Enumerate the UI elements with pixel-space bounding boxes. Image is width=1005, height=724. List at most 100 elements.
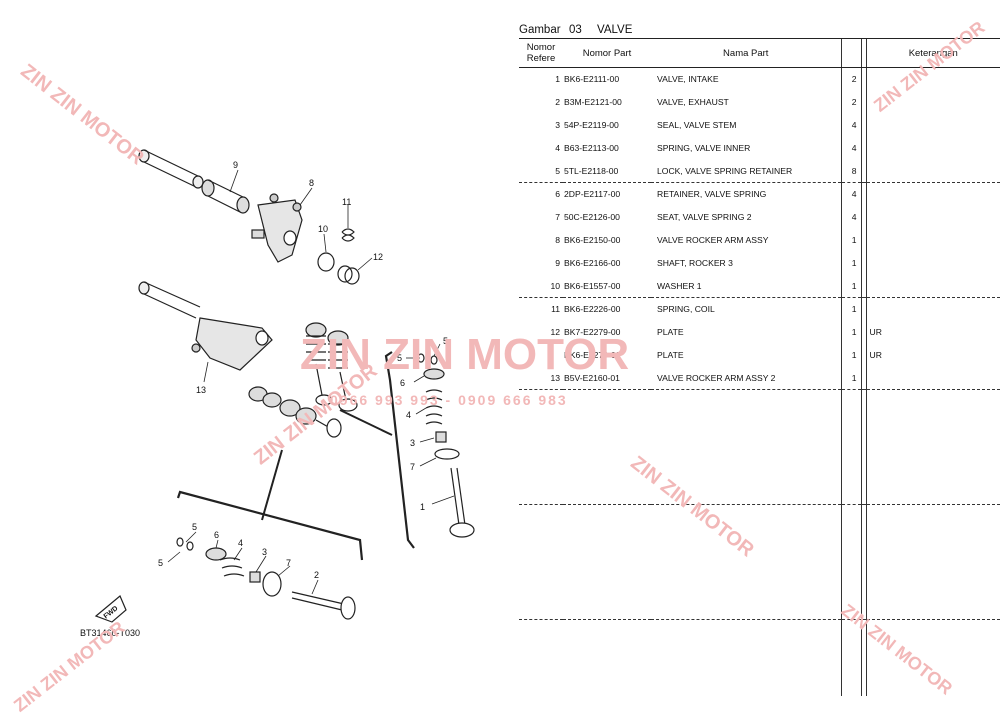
blank-cell [651,389,841,429]
blank-cell [860,581,866,620]
col-header-qty [840,38,861,68]
blank-cell [865,581,1000,620]
col-header-gap [860,38,866,68]
callout-3-bottom: 3 [262,547,267,557]
rocker-shaft-lower [138,281,201,319]
qty-cell: 4 [840,113,861,137]
blank-row [519,504,1000,544]
ref-cell: 3 [555,119,560,130]
part-no-cell: B5V-E2160-01 [564,372,620,383]
qty-cell: 2 [840,90,861,114]
blank-cell [865,389,1000,429]
blank-cell [860,619,866,659]
exploded-parts-diagram: 9 8 11 10 12 13 5 5 6 4 3 7 1 5 5 6 4 3 … [80,149,475,638]
gap-cell [860,113,866,137]
remark-cell: UR [865,343,1000,367]
blank-cell [840,619,861,659]
qty-cell: 1 [840,228,861,252]
remark-cell [865,113,1000,137]
blank-cell [865,428,1000,467]
remark-cell [865,159,1000,183]
blank-cell [563,619,651,659]
remark-cell [865,90,1000,114]
part-name-cell: VALVE, EXHAUST [657,97,729,108]
remark-cell [865,228,1000,252]
coil-spring-11 [341,228,355,242]
plate-12 [337,265,360,285]
blank-cell [563,543,651,581]
ref-cell: 1 [555,74,560,85]
figure-title: VALVE [597,24,633,36]
valve-exploded-right [417,353,475,538]
ref-cell: 6 [519,181,563,206]
qty-cell: 4 [840,205,861,229]
callout-labels: 9 8 11 10 12 13 5 5 6 4 3 7 1 5 5 6 4 3 … [80,160,448,638]
blank-cell [651,466,841,505]
part-no-cell: BK6-E2166-00 [564,257,621,268]
gambar-label: Gambar [519,24,561,36]
blank-row [519,543,1000,582]
blank-cell [860,466,866,505]
gap-cell [860,320,866,344]
blank-row [519,389,1000,429]
ref-cell: 11 [519,296,563,321]
blank-row [519,619,1000,659]
part-no-cell: 5TL-E2118-00 [564,165,619,176]
part-name-cell: WASHER 1 [657,280,702,291]
blank-row [519,466,1000,505]
callout-9: 9 [233,160,238,170]
rocker-shaft-collar [201,179,250,214]
blank-cell [840,581,861,620]
callout-5-bottom-a: 5 [192,522,197,532]
figure-code: BT31460-T030 [80,628,140,638]
gap-cell [860,366,866,390]
qty-cell: 1 [840,366,861,390]
part-name-cell: LOCK, VALVE SPRING RETAINER [657,165,793,176]
part-name-cell: VALVE ROCKER ARM ASSY [657,234,769,245]
fwd-arrow-icon [94,595,127,623]
blank-cell [865,466,1000,505]
qty-cell: 1 [840,251,861,275]
qty-cell: 1 [840,296,861,321]
blank-cell [860,389,866,429]
blank-cell [840,504,861,544]
remark-cell [865,205,1000,229]
callout-5-top: 5 [443,336,448,346]
valve-spring-group-top [305,322,358,412]
blank-cell [651,581,841,620]
blank-cell [519,658,563,696]
callout-1: 1 [420,502,425,512]
callout-3-right: 3 [410,438,415,448]
ref-cell: 8 [555,234,560,245]
qty-cell: 1 [840,274,861,298]
blank-cell [865,619,1000,659]
remark-cell [865,274,1000,298]
blank-cell [651,543,841,581]
col-header-part-name: Nama Part [651,38,841,68]
figure-number: 03 [569,24,582,36]
remark-cell: UR [865,320,1000,344]
part-name-cell: VALVE, INTAKE [657,74,719,85]
blank-cell [563,658,651,696]
gap-cell [860,67,866,91]
ref-cell: 4 [555,142,560,153]
part-name-cell: SEAL, VALVE STEM [657,119,737,130]
callout-11: 11 [342,197,351,207]
blank-cell [865,658,1000,697]
ref-cell: 13 [550,372,560,383]
blank-row [519,658,1000,697]
part-name-cell: PLATE [657,327,684,338]
callout-4-right: 4 [406,410,411,420]
callout-13: 13 [196,385,206,395]
gap-cell [860,228,866,252]
exploded-bracket-bottom [176,490,364,561]
ref-cell [519,344,563,367]
